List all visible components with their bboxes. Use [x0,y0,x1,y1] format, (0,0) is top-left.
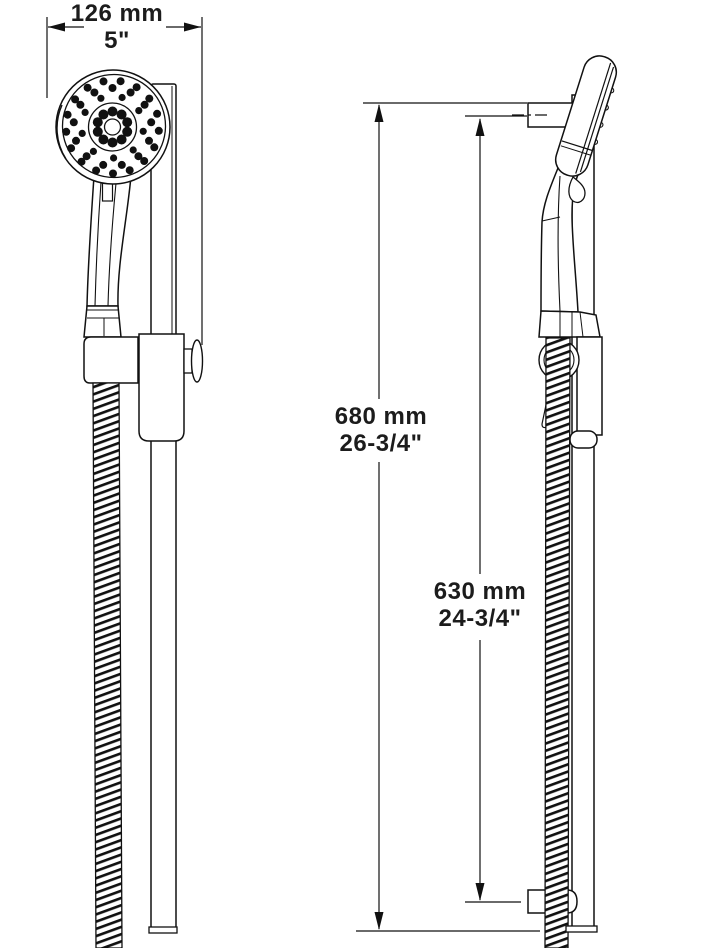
dim-overall-height-lines [356,102,540,932]
bar-height-metric: 630 mm [433,578,527,605]
shower-head-front [55,69,171,185]
overall-height-imperial: 26-3/4" [339,430,423,457]
slider-bracket-side [569,336,603,449]
bar-end-cap-side [565,925,598,933]
slider-bracket-front [138,333,185,442]
front-view-drawing [55,69,204,948]
grip-side [538,310,601,338]
slide-bar-side [571,94,595,929]
head-width-metric: 126 mm [70,0,164,27]
overall-height-metric: 680 mm [334,403,428,430]
hook-teardrop [568,176,586,204]
bar-height-imperial: 24-3/4" [438,605,522,632]
dimension-label-overall-height: 680 mm 26-3/4" [301,403,461,457]
handle-clamp-front [83,336,139,384]
side-view-drawing [512,55,618,948]
head-width-imperial: 5" [104,27,130,54]
dimension-label-bar-height: 630 mm 24-3/4" [400,578,560,632]
bar-end-cap-front [148,926,178,934]
grip-front [83,305,122,338]
dim-bar-height-lines [465,115,527,903]
shower-head-side [554,55,618,177]
hose-side [544,337,571,948]
dimension-lines [46,17,540,932]
adjust-knob-front [183,339,204,383]
hose-front [92,382,123,948]
dimension-label-head-width: 126 mm 5" [40,0,194,54]
nozzle-dots [62,77,163,178]
slide-bar-front [150,83,177,929]
dim-head-width-lines [46,17,203,345]
